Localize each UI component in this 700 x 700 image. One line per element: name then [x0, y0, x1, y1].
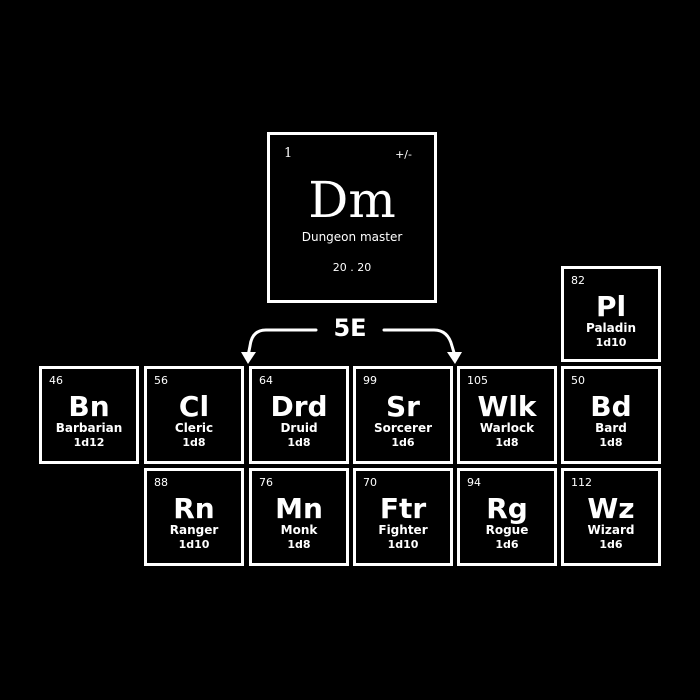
element-name: Fighter [378, 523, 428, 537]
element-name: Warlock [479, 421, 535, 435]
element-symbol: Dm [308, 171, 396, 229]
element-number: 88 [154, 476, 168, 489]
element-tile-rn: 88 Rn Ranger 1d10 [144, 468, 244, 566]
element-die: 1d6 [599, 537, 623, 551]
element-name: Monk [280, 523, 318, 537]
element-charge: +/- [395, 148, 412, 161]
element-number: 70 [363, 476, 377, 489]
element-die: 1d8 [599, 435, 623, 449]
element-symbol: Rn [173, 492, 215, 525]
element-tile-cl: 56 Cl Cleric 1d8 [144, 366, 244, 464]
element-name: Paladin [585, 321, 637, 335]
element-name: Sorcerer [373, 421, 433, 435]
element-tile-bd: 50 Bd Bard 1d8 [561, 366, 661, 464]
element-symbol: Cl [178, 390, 210, 423]
element-die: 1d6 [495, 537, 519, 551]
element-tile-drd: 64 Drd Druid 1d8 [249, 366, 349, 464]
element-number: 105 [467, 374, 488, 387]
element-symbol: Rg [486, 492, 528, 525]
element-name: Cleric [174, 421, 214, 435]
element-symbol: Sr [386, 390, 420, 423]
element-symbol: Mn [275, 492, 323, 525]
element-number: 94 [467, 476, 481, 489]
element-die: 1d8 [287, 435, 311, 449]
element-tile-ftr: 70 Ftr Fighter 1d10 [353, 468, 453, 566]
element-die: 1d8 [287, 537, 311, 551]
bracket-left-line [246, 328, 318, 358]
element-number: 1 [284, 146, 293, 161]
element-number: 76 [259, 476, 273, 489]
arrow-left-icon [241, 352, 256, 364]
element-symbol: Bd [590, 390, 632, 423]
element-number: 50 [571, 374, 585, 387]
element-name: Dungeon master [301, 230, 403, 244]
element-symbol: Wlk [477, 390, 537, 423]
element-number: 82 [571, 274, 585, 287]
element-die: 20 . 20 [332, 260, 372, 274]
element-symbol: Ftr [379, 492, 427, 525]
element-tile-bn: 46 Bn Barbarian 1d12 [39, 366, 139, 464]
element-number: 99 [363, 374, 377, 387]
element-number: 112 [571, 476, 592, 489]
element-symbol: Pl [595, 290, 627, 323]
element-tile-wz: 112 Wz Wizard 1d6 [561, 468, 661, 566]
element-die: 1d6 [391, 435, 415, 449]
element-tile-dm: 1 +/- Dm Dungeon master 20 . 20 [267, 132, 437, 303]
element-symbol: Drd [270, 390, 328, 423]
element-symbol: Bn [68, 390, 110, 423]
element-die: 1d8 [495, 435, 519, 449]
element-tile-rg: 94 Rg Rogue 1d6 [457, 468, 557, 566]
element-die: 1d10 [387, 537, 419, 551]
element-symbol: Wz [587, 492, 635, 525]
element-name: Rogue [485, 523, 529, 537]
element-tile-mn: 76 Mn Monk 1d8 [249, 468, 349, 566]
edition-label: 5E [333, 314, 367, 342]
element-name: Bard [595, 421, 627, 435]
element-tile-wlk: 105 Wlk Warlock 1d8 [457, 366, 557, 464]
element-number: 64 [259, 374, 273, 387]
element-number: 46 [49, 374, 63, 387]
element-die: 1d10 [178, 537, 210, 551]
element-name: Barbarian [55, 421, 123, 435]
element-name: Ranger [169, 523, 219, 537]
arrow-right-icon [447, 352, 462, 364]
element-die: 1d10 [595, 335, 627, 349]
element-number: 56 [154, 374, 168, 387]
element-tile-sr: 99 Sr Sorcerer 1d6 [353, 366, 453, 464]
element-tile-pl: 82 Pl Paladin 1d10 [561, 266, 661, 362]
element-die: 1d8 [182, 435, 206, 449]
element-name: Druid [280, 421, 318, 435]
element-name: Wizard [587, 523, 635, 537]
element-die: 1d12 [73, 435, 105, 449]
bracket-right-line [382, 328, 457, 358]
